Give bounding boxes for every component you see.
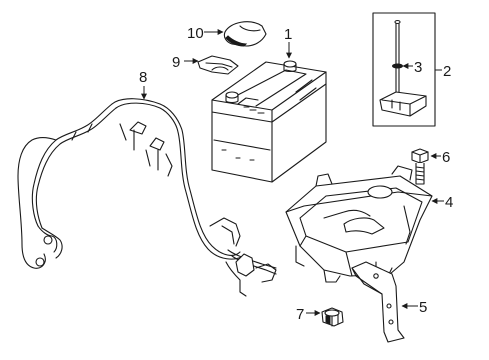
callout-6-label: 6 xyxy=(442,149,450,166)
callout-5-label: 5 xyxy=(419,299,427,316)
callout-9-label: 9 xyxy=(172,54,180,71)
battery-tray-part xyxy=(285,165,433,283)
terminal-cover-part xyxy=(223,21,267,47)
nut-part xyxy=(321,307,344,327)
small-cover-part xyxy=(197,55,239,75)
battery-part xyxy=(211,60,327,183)
callout-7-label: 7 xyxy=(296,306,304,323)
hold-down-clamp-part xyxy=(379,91,427,117)
callout-3-label: 3 xyxy=(414,59,422,76)
callout-2-label: 2 xyxy=(443,63,451,80)
tray-bracket-part xyxy=(351,261,405,343)
callout-1-label: 1 xyxy=(284,26,292,43)
callout-8-label: 8 xyxy=(139,69,147,86)
battery-cable-harness-part xyxy=(17,98,277,297)
bolt-part xyxy=(411,148,429,185)
callout-4-label: 4 xyxy=(445,194,453,211)
callout-10-label: 10 xyxy=(187,25,204,42)
hold-down-rod-part xyxy=(392,19,403,95)
